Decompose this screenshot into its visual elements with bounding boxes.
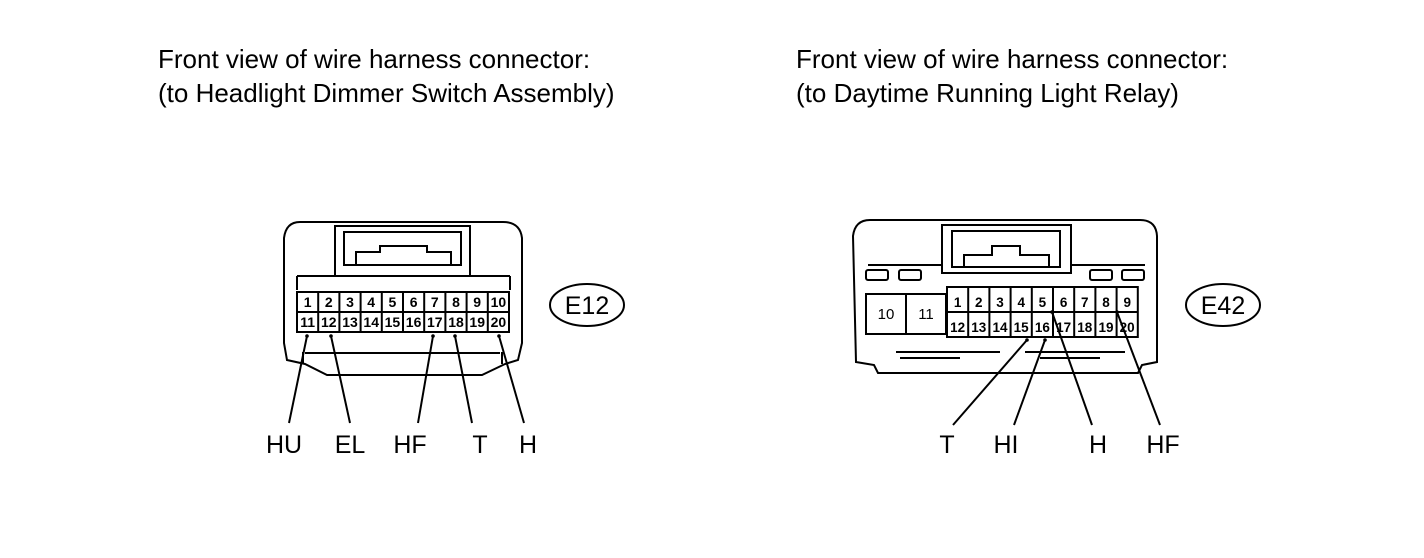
connector-e12-pin-3: 3 (346, 294, 354, 310)
connector-e42-leader-dot (1115, 310, 1119, 314)
connector-e12-pin-8: 8 (452, 294, 460, 310)
connector-e42-pin-10: 10 (878, 306, 895, 323)
connector-e12-signal-h: H (519, 431, 537, 459)
connector-e42-pin-5: 5 (1039, 295, 1047, 310)
connector-e42-signal-hf: HF (1146, 431, 1179, 459)
connector-e12-pin-19: 19 (469, 314, 485, 330)
connector-e12-housing (283, 221, 523, 376)
connector-e12-pin-17: 17 (427, 314, 443, 330)
connector-e12-pin-15: 15 (385, 314, 401, 330)
connector-e42-pin-grid (946, 286, 1139, 338)
connector-e42-pin-20: 20 (1120, 320, 1135, 335)
connector-e12-pin-20: 20 (491, 314, 507, 330)
connector-e12-title: Front view of wire harness connector: (t… (158, 42, 615, 110)
connector-e12-pin-9: 9 (473, 294, 481, 310)
connector-e12-leader-dot (453, 334, 457, 338)
connector-e12-pin-10: 10 (491, 294, 507, 310)
connector-e42-leader-line (1051, 311, 1093, 426)
connector-e42-leader-lines (952, 310, 1161, 426)
connector-e12-pin-7: 7 (431, 294, 439, 310)
connector-e12-pin-11: 11 (300, 314, 315, 330)
connector-e12-title-line1: Front view of wire harness connector: (158, 44, 591, 74)
connector-e42-signal-hi: HI (994, 431, 1019, 459)
connector-e12-leader-dot (329, 334, 333, 338)
connector-e42-pin-15: 15 (1014, 320, 1030, 335)
connector-e42-title: Front view of wire harness connector: (t… (796, 42, 1228, 110)
connector-e12-pin-16: 16 (406, 314, 422, 330)
connector-e12-leader-line (498, 335, 525, 424)
connector-e42-leader-dot (1025, 338, 1029, 342)
connector-e42-pin-8: 8 (1102, 295, 1110, 310)
connector-e12-pin-14: 14 (363, 314, 379, 330)
connector-e12-title-line2: (to Headlight Dimmer Switch Assembly) (158, 78, 615, 108)
connector-e42-leader-line (1116, 311, 1161, 426)
connector-e42-signal-t: T (939, 431, 954, 459)
connector-e42-pin-4: 4 (1017, 295, 1025, 310)
connector-e12-leader-dot (305, 334, 309, 338)
connector-e12-code: E12 (565, 292, 609, 320)
connector-e42-pin-19: 19 (1098, 320, 1113, 335)
connector-e42-pin-17: 17 (1056, 320, 1071, 335)
connector-e12-pin-5: 5 (389, 294, 397, 310)
connector-e42-pin-18: 18 (1077, 320, 1093, 335)
connector-e42-pin-7: 7 (1081, 295, 1089, 310)
connector-e42-pin-12: 12 (950, 320, 965, 335)
connector-e12-code-badge (549, 283, 625, 327)
connector-e12-leader-line (288, 335, 308, 424)
connector-e42-leader-dot (1050, 310, 1054, 314)
connector-e42-pin-1: 1 (954, 295, 962, 310)
connector-e42-pin-9: 9 (1123, 295, 1131, 310)
connector-e42-pin-11: 11 (918, 306, 934, 323)
connector-e42-pin-6: 6 (1060, 295, 1068, 310)
connector-e12-pin-1: 1 (304, 294, 312, 310)
connector-e42-signal-h: H (1089, 431, 1107, 459)
connector-e12-signal-hf: HF (393, 431, 426, 459)
connector-e12-leader-line (330, 335, 351, 424)
connector-e12-pin-2: 2 (325, 294, 333, 310)
connector-e42-code-badge (1185, 283, 1261, 327)
connector-e12-leader-line (454, 335, 473, 424)
connector-e42-leader-line (1013, 339, 1046, 426)
connector-e12-pin-12: 12 (321, 314, 337, 330)
connector-e42-pin-13: 13 (971, 320, 987, 335)
connector-e12-signal-t: T (472, 431, 487, 459)
connector-e12-signal-el: EL (335, 431, 366, 459)
connector-e12-pin-18: 18 (448, 314, 464, 330)
connector-e42-housing (851, 219, 1158, 374)
connector-e12-pin-4: 4 (367, 294, 375, 310)
connector-e42-leader-line (952, 339, 1028, 426)
connector-e12-pin-6: 6 (410, 294, 418, 310)
connector-e42-title-line1: Front view of wire harness connector: (796, 44, 1229, 74)
connector-e42-pin-3: 3 (996, 295, 1004, 310)
connector-e42-pin-16: 16 (1035, 320, 1051, 335)
connector-e42-code: E42 (1201, 292, 1245, 320)
connector-e12-leader-dot (431, 334, 435, 338)
connector-e12-leader-lines (288, 334, 525, 424)
connector-e12-pin-grid (296, 291, 510, 333)
connector-e42-title-line2: (to Daytime Running Light Relay) (796, 78, 1179, 108)
connector-e12-leader-line (417, 335, 434, 424)
connector-e12-leader-dot (497, 334, 501, 338)
connector-e12-signal-hu: HU (266, 431, 302, 459)
connector-e42-pin-14: 14 (992, 320, 1008, 335)
connector-e12-pin-13: 13 (342, 314, 358, 330)
connector-e42-pin-2: 2 (975, 295, 983, 310)
connector-e42-leader-dot (1043, 338, 1047, 342)
